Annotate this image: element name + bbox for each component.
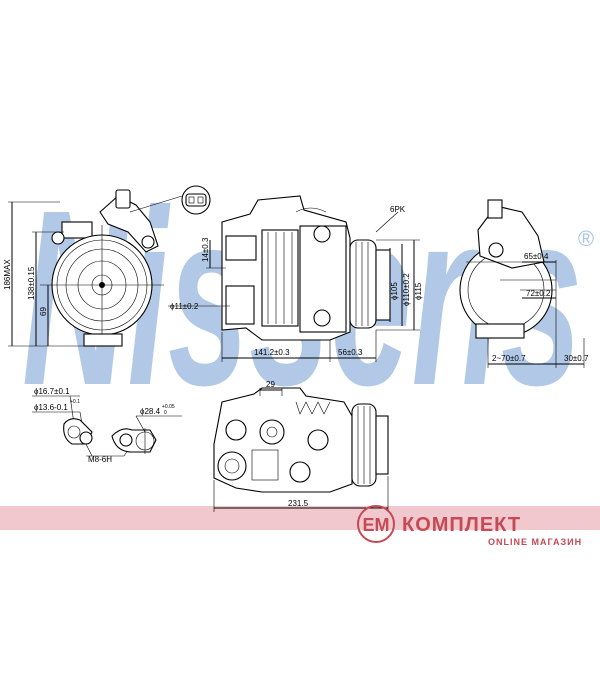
dim-11: ϕ11±0.2 xyxy=(170,302,199,311)
dim-141: 141.2±0.3 xyxy=(254,348,290,357)
top-view: 29 231.5 xyxy=(213,380,389,512)
front-view: 186MAX 138±0.15 69 xyxy=(3,185,211,347)
rear-view: 65±0.4 72±0.2 2~70±0.7 30±0.7 xyxy=(459,199,589,368)
dim-56: 56±0.3 xyxy=(338,348,363,357)
dim-105: ϕ105 xyxy=(390,282,399,300)
dim-138: 138±0.15 xyxy=(27,266,36,300)
dim-70: 2~70±0.7 xyxy=(492,354,526,363)
dim-29: 29 xyxy=(266,380,275,389)
fitting-detail: ϕ16.7±0.1 ϕ13.6-0.1 +0.1 M8-6H ϕ28.4 +0.… xyxy=(32,387,182,464)
registered-mark: ® xyxy=(578,226,594,251)
dim-65: 65±0.4 xyxy=(524,252,549,261)
brand-band xyxy=(0,506,600,530)
dim-72: 72±0.2 xyxy=(526,289,551,298)
dim-max-height: 186MAX xyxy=(3,259,12,290)
dim-115: ϕ115 xyxy=(414,282,423,300)
logo-letters: ЕМ xyxy=(363,515,390,535)
dim-13-tolerance: +0.1 xyxy=(70,399,80,405)
dim-69: 69 xyxy=(39,307,48,316)
brand-tagline: ONLINE МАГАЗИН xyxy=(488,537,582,547)
dim-28-tol-top: +0.05 xyxy=(162,404,175,410)
dim-6pk: 6PK xyxy=(390,205,406,214)
logo-ring xyxy=(357,505,395,543)
dim-30: 30±0.7 xyxy=(564,354,589,363)
dim-28-tol-bot: 0 xyxy=(164,410,167,416)
dim-16: ϕ16.7±0.1 xyxy=(34,387,70,396)
brand-name: КОМПЛЕКТ xyxy=(402,514,521,536)
dim-110: ϕ110±0.2 xyxy=(402,273,411,306)
dim-14: 14±0.3 xyxy=(201,237,210,262)
side-view: 6PK ϕ105 ϕ110±0.2 ϕ115 14±0.3 ϕ11±0.2 14… xyxy=(168,195,423,362)
dim-13: ϕ13.6-0.1 xyxy=(34,403,68,412)
dim-28: ϕ28.4 xyxy=(140,407,161,416)
dim-231: 231.5 xyxy=(288,499,309,508)
dim-m8: M8-6H xyxy=(88,455,112,464)
brand-logo: ЕМ КОМПЛЕКТ ONLINE МАГАЗИН xyxy=(357,505,582,547)
